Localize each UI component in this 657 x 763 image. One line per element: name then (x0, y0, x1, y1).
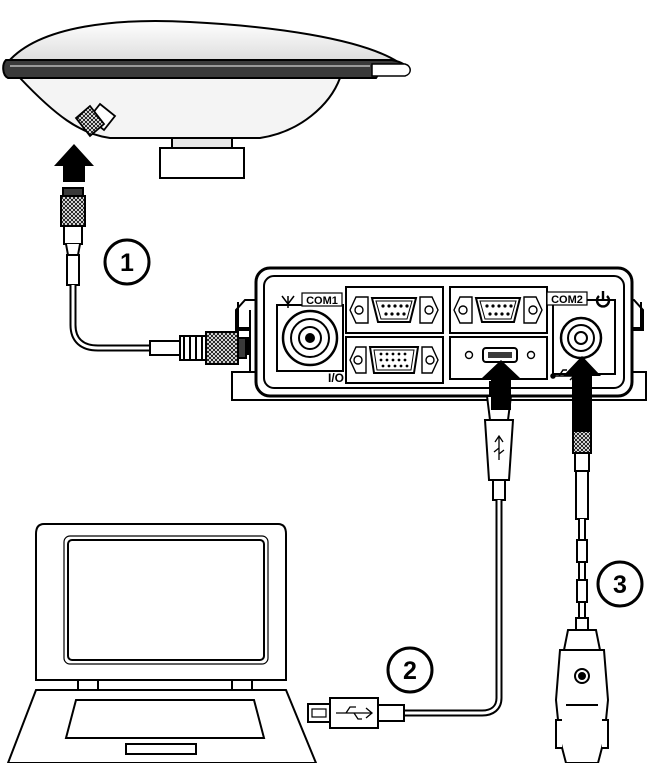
com1-port (276, 304, 344, 372)
com1-label: COM1 (306, 295, 338, 307)
callout-1: 1 (103, 238, 151, 286)
arrow-to-usb (482, 360, 520, 410)
arrow-to-antenna (54, 144, 94, 182)
power-symbol-icon (595, 291, 611, 308)
com2-label-box (546, 291, 588, 306)
com2-label: COM2 (551, 294, 583, 306)
antenna-dome (5, 20, 402, 63)
callout-3-label: 3 (613, 571, 627, 599)
cigarette-lighter-plug (554, 649, 610, 763)
laptop-screen (67, 539, 265, 661)
arrow-to-com2 (563, 356, 601, 432)
callout-2-label: 2 (403, 657, 417, 685)
receiver-unit: COM1 I/O (231, 266, 647, 401)
callout-3: 3 (596, 560, 644, 608)
antenna-body (17, 77, 342, 139)
antenna-connector (74, 102, 117, 138)
serial-port-top-right (449, 286, 548, 334)
antenna-symbol-icon (281, 295, 295, 308)
usb-a-symbol-icon (336, 706, 374, 720)
antenna-rim (2, 59, 410, 79)
serial-port-top-left (345, 286, 444, 334)
antenna-cable (60, 187, 247, 365)
antenna-mount (171, 137, 233, 149)
com1-label-box (301, 292, 343, 307)
laptop (6, 523, 318, 763)
io-port-bottom-left (345, 336, 444, 384)
com2-port (552, 299, 616, 375)
laptop-touchpad (125, 743, 197, 755)
gnss-antenna (2, 20, 411, 179)
laptop-keyboard (64, 699, 266, 739)
io-label: I/O (328, 371, 344, 385)
usb-plug-icon (493, 434, 505, 460)
callout-2: 2 (386, 646, 434, 694)
callout-1-label: 1 (120, 249, 134, 277)
